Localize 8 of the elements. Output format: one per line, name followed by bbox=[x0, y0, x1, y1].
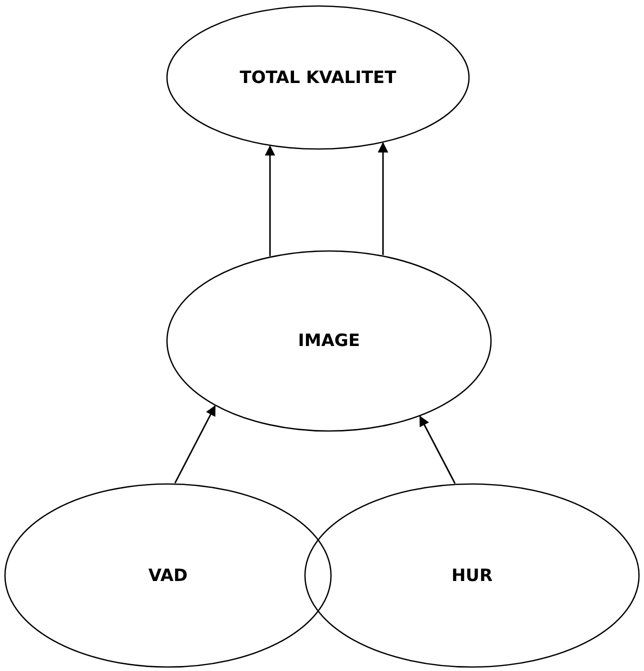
node-label: IMAGE bbox=[298, 331, 360, 351]
node-label: VAD bbox=[148, 566, 188, 586]
node-label: HUR bbox=[451, 566, 493, 586]
arrow bbox=[174, 405, 216, 484]
arrow bbox=[419, 416, 456, 484]
node-label: TOTAL KVALITET bbox=[240, 68, 396, 88]
arrow bbox=[264, 145, 276, 256]
arrow bbox=[378, 142, 388, 256]
